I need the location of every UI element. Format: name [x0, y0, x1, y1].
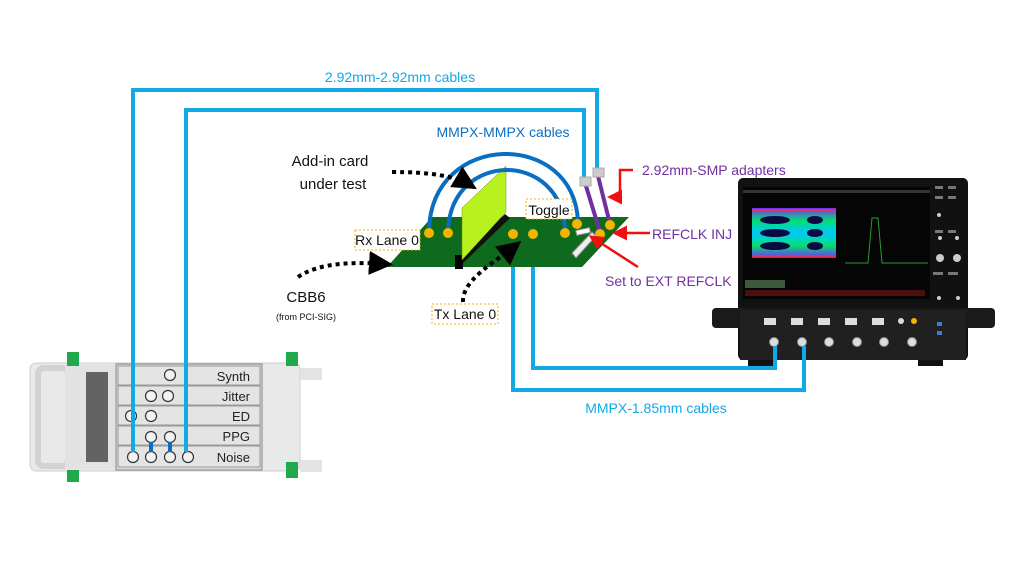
label-cbb6-source: (from PCI-SIG)	[276, 312, 336, 322]
module-jitter: Jitter	[222, 389, 251, 404]
module-ppg: PPG	[223, 429, 250, 444]
label-refclk-inj: REFCLK INJ	[652, 226, 732, 242]
label-cables-185: MMPX-1.85mm cables	[585, 400, 727, 416]
eye-diagram	[752, 208, 836, 258]
instrument-ports	[124, 368, 195, 464]
module-ed: ED	[232, 409, 250, 424]
label-rx-lane: Rx Lane 0	[355, 232, 419, 248]
label-add-in-card-2: under test	[300, 176, 368, 193]
label-ext-refclk: Set to EXT REFCLK	[605, 273, 732, 289]
label-cbb6: CBB6	[286, 289, 325, 306]
module-noise: Noise	[217, 450, 250, 465]
label-adapters: 2.92mm-SMP adapters	[642, 162, 786, 178]
add-in-card	[461, 165, 507, 261]
cables-2-92mm	[131, 88, 599, 452]
oscilloscope	[712, 178, 995, 366]
module-synth: Synth	[217, 369, 250, 384]
label-cables-mmpx: MMPX-MMPX cables	[436, 124, 569, 140]
cbb6-board	[387, 165, 629, 269]
label-cables-292: 2.92mm-2.92mm cables	[325, 69, 475, 85]
label-tx-lane: Tx Lane 0	[434, 306, 496, 322]
bert-instrument: Synth Jitter ED PPG Noise	[29, 352, 322, 482]
smp-adapters	[579, 167, 612, 233]
label-toggle: Toggle	[528, 202, 569, 218]
label-add-in-card-1: Add-in card	[292, 153, 369, 170]
